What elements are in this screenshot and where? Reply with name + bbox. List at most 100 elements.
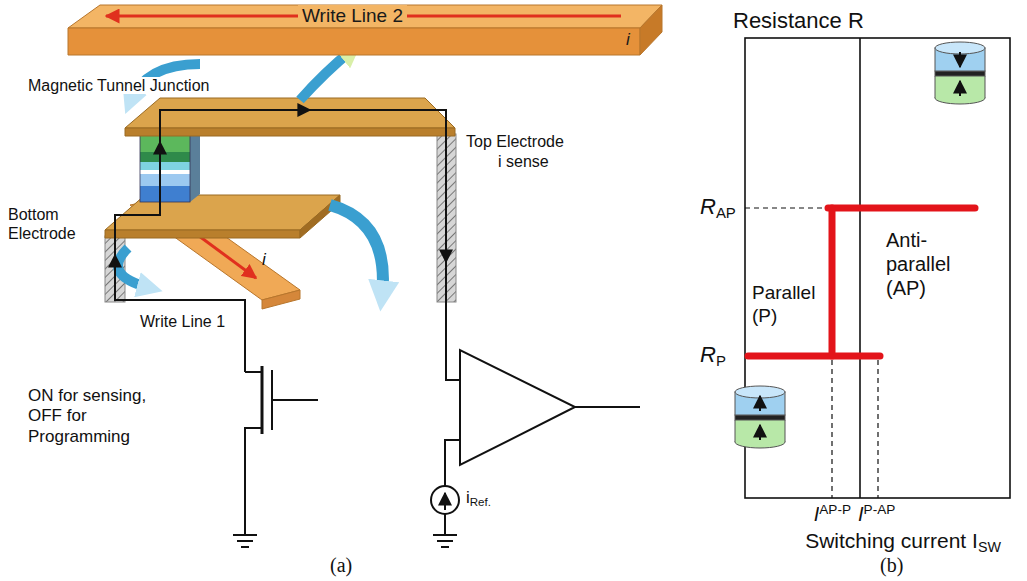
axis-tick-label: AP-P: [819, 502, 851, 517]
mtj-icon-parallel: [735, 420, 736, 442]
ground-symbol: [233, 535, 457, 547]
mtj-stack: [140, 152, 190, 162]
mtj-stack: [190, 126, 200, 202]
note: ON for sensing, OFF for Programming: [28, 386, 168, 447]
mtj-stack: [140, 162, 190, 170]
dashed-guide: [745, 207, 826, 208]
part-label: Top Electrode: [466, 132, 564, 151]
signal-name: iRef.: [466, 488, 491, 510]
mtj-icon-antiparallel: [935, 76, 985, 98]
access-transistor: [245, 366, 318, 535]
axis-tick-label: R: [700, 194, 716, 219]
magnetic-field-arrow: [118, 248, 150, 288]
panel-label: (a): [330, 554, 352, 576]
axis-tick-label: R: [700, 342, 716, 367]
axis-tick-label: IP-AP: [858, 502, 895, 526]
mtj-stack: [140, 174, 190, 186]
reference-current-source: [431, 486, 459, 514]
plot-frame: [745, 38, 1010, 498]
panel-label: (b): [880, 553, 903, 577]
sense-amplifier: [445, 440, 460, 486]
mtj-stack: [140, 134, 190, 202]
hysteresis-curve: [748, 353, 880, 360]
mtj-stack: [140, 126, 200, 202]
bar-face: [640, 5, 662, 55]
part-label: Top Electrode: [466, 133, 564, 150]
plot-frame: [745, 38, 1010, 498]
panel-label: (a): [330, 553, 352, 577]
axis-tick-label: P: [716, 352, 726, 369]
note: ON for sensing, OFF for Programming: [28, 386, 146, 446]
mtj-icon-antiparallel: [985, 76, 986, 98]
via-pillar: [105, 134, 456, 302]
mtj-stack: [140, 186, 190, 202]
state-label: Parallel (P): [752, 282, 815, 326]
mtj-icon-antiparallel: [935, 71, 985, 76]
part-label: Magnetic Tunnel Junction: [28, 76, 209, 95]
part-label: Bottom Electrode: [8, 205, 100, 243]
dashed-guide: [877, 360, 878, 498]
magnetic-field-arrow: [330, 205, 383, 296]
sense-wire: [445, 240, 447, 262]
part-label: Write Line 1: [140, 313, 225, 330]
signal-name: i sense: [498, 152, 549, 171]
axis-title: Switching current I: [805, 529, 978, 552]
top-electrode: [125, 98, 455, 128]
axis-title: Resistance R: [733, 8, 864, 34]
signal-name: Ref.: [470, 496, 491, 508]
part-label: Bottom Electrode: [8, 206, 76, 242]
panel-label: (b): [880, 554, 903, 576]
axis-tick-label: P-AP: [864, 502, 896, 517]
mtj-icon-antiparallel: [959, 81, 961, 96]
write-line-1-bar: [262, 290, 300, 309]
axis-tick-label: IAP-P: [814, 502, 851, 526]
mtj-icon-antiparallel: [935, 76, 936, 98]
mtj-icon-parallel: [735, 420, 785, 442]
mtj-icon-parallel: [735, 415, 785, 420]
mtj-stack: [140, 170, 190, 174]
access-transistor: [245, 371, 262, 373]
ground-symbol: [437, 540, 453, 542]
state-label: Anti- parallel (AP): [886, 228, 960, 300]
bar-face: [68, 28, 640, 55]
access-transistor: [261, 366, 264, 434]
current-symbol: i: [262, 250, 266, 270]
reference-current-source: [444, 493, 446, 510]
mtj-icon-parallel: [785, 420, 786, 442]
sense-amplifier: [460, 350, 575, 465]
sense-amplifier: [575, 406, 640, 408]
top-electrode: [125, 128, 455, 136]
hysteresis-curve: [828, 205, 975, 212]
axis-title: SW: [978, 539, 1001, 555]
axis-title: Resistance R: [733, 8, 864, 33]
state-label: Anti- parallel (AP): [886, 229, 950, 299]
sense-amplifier: [445, 350, 640, 486]
write-line-bar: Write Line 2i: [66, 3, 664, 59]
access-transistor: [245, 428, 262, 535]
sense-wire: [114, 255, 116, 275]
mtj-icon-parallel: [759, 425, 761, 440]
sense-wire: [159, 142, 161, 160]
part-label: Magnetic Tunnel Junction: [28, 77, 209, 94]
plot-frame: [859, 38, 861, 498]
axis-tick-label: I: [858, 503, 864, 525]
mtj-stack: [140, 134, 190, 152]
top-electrode: [125, 98, 455, 136]
bar-face: [68, 5, 662, 28]
magnetic-field-arrow: [300, 50, 352, 100]
dashed-guide: [831, 360, 832, 498]
ground-symbol: [233, 534, 257, 536]
axis-tick-label: AP: [716, 204, 736, 221]
ground-symbol: [441, 546, 449, 548]
ground-symbol: [237, 540, 253, 542]
hysteresis-curve: [748, 208, 975, 356]
axis-title: Switching current ISW: [805, 528, 1001, 556]
mtj-icon-antiparallel: [959, 52, 961, 67]
mtj-icon-parallel: [735, 386, 785, 448]
ground-symbol: [241, 546, 249, 548]
sense-wire: [115, 110, 460, 380]
reference-current-source: [444, 514, 446, 535]
part-label: Write Line 1: [140, 312, 225, 331]
state-label: Parallel (P): [752, 282, 826, 328]
access-transistor: [272, 399, 318, 401]
